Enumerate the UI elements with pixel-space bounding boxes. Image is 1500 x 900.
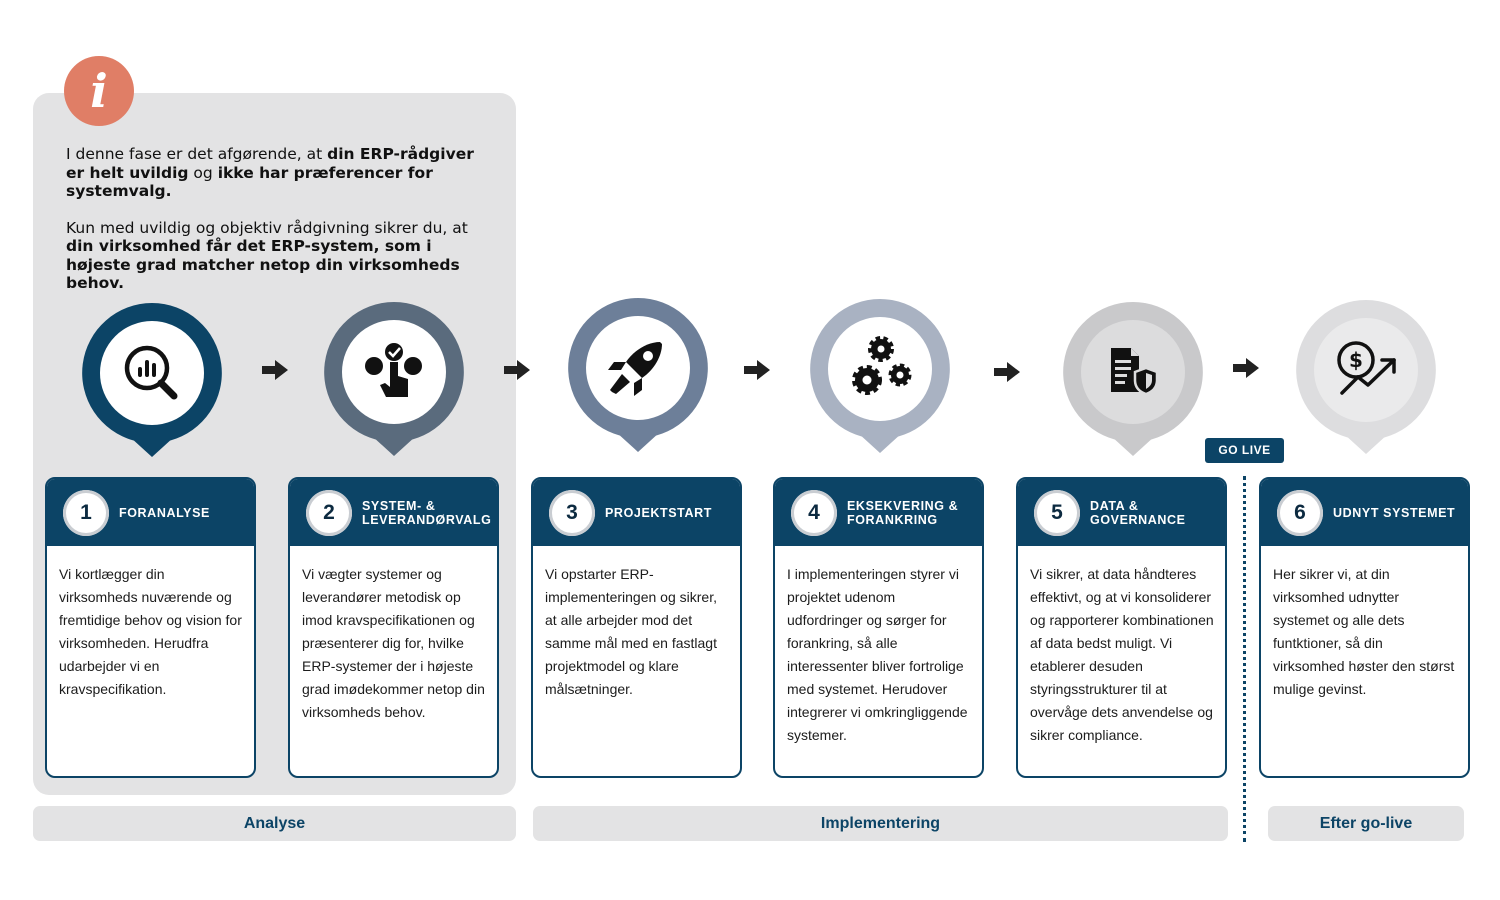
arrow-icon	[744, 360, 770, 380]
phase-label-analyse: Analyse	[33, 806, 516, 841]
info-icon: i	[64, 56, 134, 126]
step-header: 2 SYSTEM- & LEVERANDØRVALG	[290, 479, 497, 546]
step-title: UDNYT SYSTEMET	[1333, 505, 1456, 520]
step-header: 6 UDNYT SYSTEMET	[1261, 479, 1468, 546]
arrow-icon	[504, 360, 530, 380]
pin-step-4	[810, 299, 950, 453]
step-header: 1 FORANALYSE	[47, 479, 254, 546]
step-description: Vi opstarter ERP-implementeringen og sik…	[545, 566, 717, 697]
step-title: SYSTEM- & LEVERANDØRVALG	[362, 498, 492, 527]
step-card-1: 1 FORANALYSE Vi kortlægger din virksomhe…	[45, 477, 256, 778]
rocket-icon	[608, 342, 662, 396]
document-shield-icon	[1111, 348, 1159, 396]
step-description: I implementeringen styrer vi projektet u…	[787, 566, 968, 743]
step-header: 4 EKSEKVERING & FORANKRING	[775, 479, 982, 546]
phase-label-efter-go-live: Efter go-live	[1268, 806, 1464, 841]
step-number: 6	[1277, 490, 1323, 536]
analytics-search-icon	[124, 345, 178, 400]
step-number: 1	[63, 490, 109, 536]
step-card-6: 6 UDNYT SYSTEMET Her sikrer vi, at din v…	[1259, 477, 1470, 778]
step-header: 5 DATA & GOVERNANCE	[1018, 479, 1225, 546]
pin-step-6: $	[1296, 300, 1436, 454]
info-text: I denne fase er det afgørende, at din ER…	[66, 145, 486, 311]
pin-step-3	[568, 298, 708, 452]
step-title: EKSEKVERING & FORANKRING	[847, 498, 959, 527]
step-card-2: 2 SYSTEM- & LEVERANDØRVALG Vi vægter sys…	[288, 477, 499, 778]
step-description: Vi sikrer, at data håndteres effektivt, …	[1030, 566, 1214, 743]
step-number: 4	[791, 490, 837, 536]
step-number: 3	[549, 490, 595, 536]
info-paragraph-2: Kun med uvildig og objektiv rådgivning s…	[66, 218, 468, 293]
go-live-badge: GO LIVE	[1205, 438, 1284, 463]
money-growth-icon: $	[1337, 341, 1396, 395]
step-card-3: 3 PROJEKTSTART Vi opstarter ERP-implemen…	[531, 477, 742, 778]
step-description: Vi vægter systemer og leverandører metod…	[302, 566, 485, 720]
pin-step-1	[82, 303, 222, 457]
step-description: Her sikrer vi, at din virksomhed udnytte…	[1273, 566, 1455, 697]
info-paragraph-1: I denne fase er det afgørende, at din ER…	[66, 145, 474, 200]
pin-step-5	[1063, 302, 1203, 456]
phase-label-implementering: Implementering	[533, 806, 1228, 841]
step-number: 2	[306, 490, 352, 536]
arrow-icon	[994, 362, 1020, 382]
step-title: PROJEKTSTART	[605, 505, 712, 520]
step-card-4: 4 EKSEKVERING & FORANKRING I implementer…	[773, 477, 984, 778]
step-number: 5	[1034, 490, 1080, 536]
step-header: 3 PROJEKTSTART	[533, 479, 740, 546]
step-title: DATA & GOVERNANCE	[1090, 498, 1186, 527]
arrow-icon	[1233, 358, 1259, 378]
gears-icon	[852, 336, 912, 395]
go-live-divider	[1243, 476, 1246, 842]
step-card-5: 5 DATA & GOVERNANCE Vi sikrer, at data h…	[1016, 477, 1227, 778]
pin-step-2	[324, 302, 464, 456]
step-description: Vi kortlægger din virksomheds nuværende …	[59, 566, 242, 697]
svg-text:$: $	[1349, 348, 1363, 372]
step-title: FORANALYSE	[119, 505, 210, 520]
arrow-icon	[262, 360, 288, 380]
selection-choice-icon	[365, 343, 422, 397]
